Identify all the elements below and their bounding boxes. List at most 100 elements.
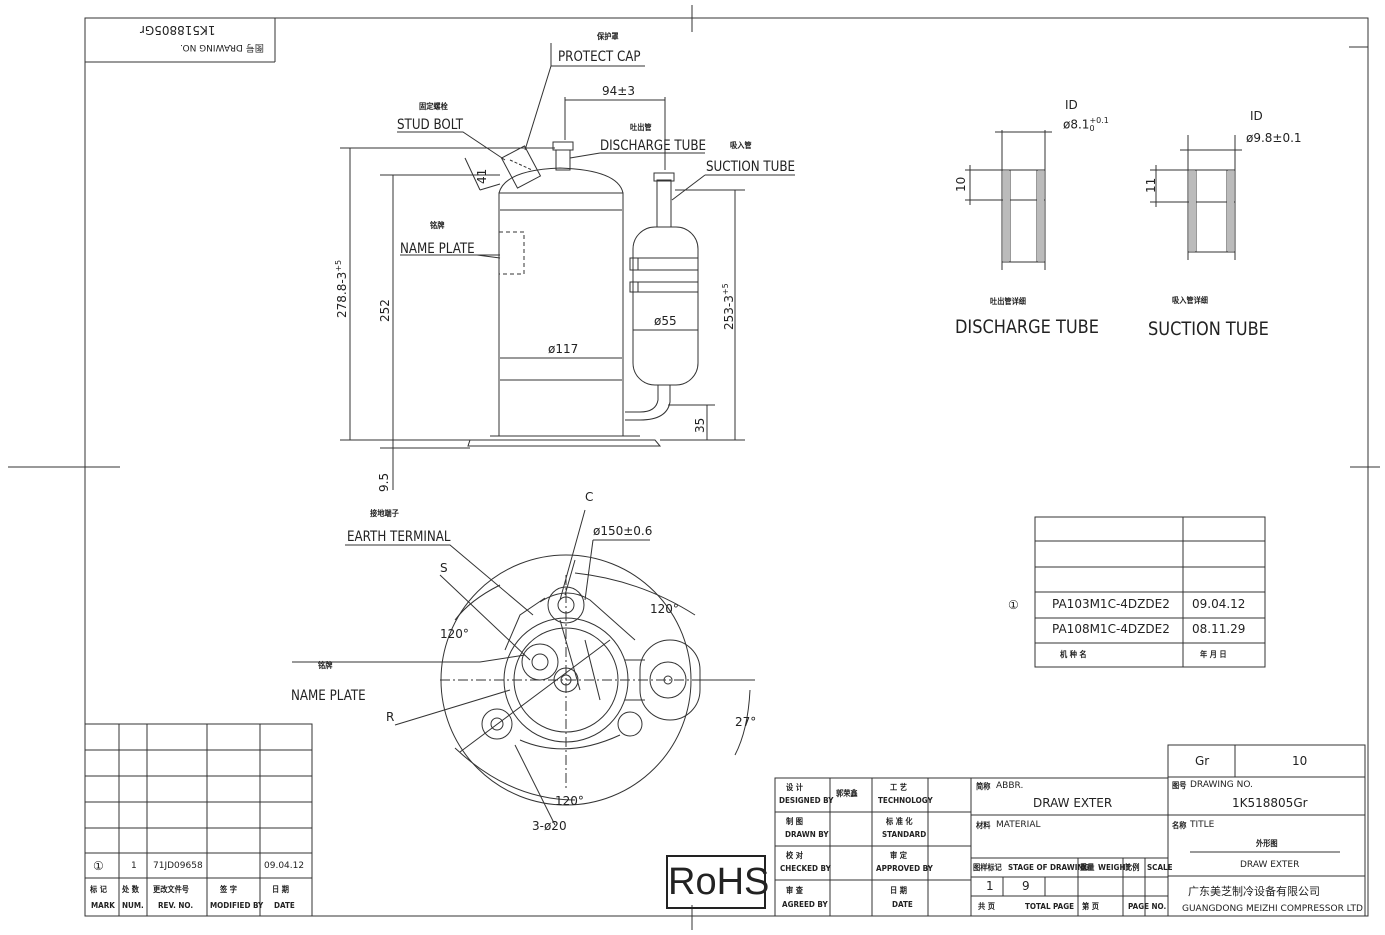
angle-120-left: 120° — [440, 627, 469, 641]
scale-label: SCALE — [1147, 863, 1173, 872]
dim-278: 278.8-3+5 — [334, 259, 349, 318]
discharge-wall-right — [1037, 171, 1044, 261]
abbr-cn: 简称 — [976, 782, 991, 791]
suction-wall-left — [1189, 171, 1196, 251]
title-value-cn: 外形图 — [1256, 839, 1278, 848]
company-name: GUANGDONG MEIZHI COMPRESSOR LTD — [1182, 904, 1363, 914]
discharge-detail-cn: 吐出管详细 — [990, 297, 1026, 306]
rev-h-mark-cn: 标 记 — [90, 885, 107, 894]
protect-cap-cn: 保护罩 — [597, 32, 619, 41]
name-plate-top-label: NAME PLATE — [291, 688, 366, 704]
page-label: PAGE NO. — [1128, 902, 1167, 911]
rev-h-mod-cn: 签 字 — [220, 885, 237, 894]
model-row-1-date: 09.04.12 — [1192, 597, 1246, 611]
terminal-c: C — [585, 490, 594, 504]
rohs-mark: RoHS — [666, 855, 769, 909]
dim-253-tol: +5 — [721, 283, 730, 296]
holes-3-dia20: 3-ø20 — [532, 819, 567, 833]
agreed-label: AGREED BY — [782, 900, 828, 909]
dim-dia150: ø150±0.6 — [593, 524, 653, 538]
drawn-cn: 制 图 — [786, 817, 803, 826]
rev-h-date: DATE — [274, 901, 295, 910]
date-label: DATE — [892, 900, 913, 909]
scale-cn: 比例 — [1125, 863, 1140, 872]
weight-value: 9 — [1022, 879, 1030, 893]
name-plate-top-cn: 铭牌 — [318, 661, 333, 670]
rev-mark: ① — [93, 859, 104, 873]
stud-bolt-label: STUD BOLT — [397, 117, 464, 133]
suction-id: ID — [1250, 109, 1263, 123]
gr-label: Gr — [1195, 754, 1210, 768]
dim-9-5: 9.5 — [377, 472, 391, 492]
agreed-cn: 审 查 — [786, 886, 803, 895]
technology-label: TECHNOLOGY — [878, 796, 933, 805]
suction-detail-cn: 吸入管详细 — [1172, 296, 1208, 305]
dno-label: DRAWING NO. — [1190, 780, 1253, 790]
angle-120-bottom: 120° — [555, 794, 584, 808]
dim-253-value: 253-3 — [722, 295, 736, 330]
total-label: TOTAL PAGE — [1025, 902, 1075, 911]
designed-cn: 设 计 — [786, 783, 803, 792]
technology-cn: 工 艺 — [890, 783, 907, 792]
earth-terminal-label: EARTH TERMINAL — [347, 529, 451, 545]
suction-dia: ø9.8±0.1 — [1246, 131, 1302, 145]
discharge-id: ID — [1065, 98, 1078, 112]
rev-h-num: NUM. — [122, 901, 144, 910]
dim-253: 253-3+5 — [721, 283, 736, 330]
model-footer-date: 年 月 日 — [1200, 650, 1227, 659]
standard-label: STANDARD — [882, 830, 927, 839]
drawing-no-label-mirrored: 图号 DRAWING NO. — [180, 42, 264, 52]
discharge-tube-cn: 吐出管 — [630, 123, 652, 132]
rev-h-mark: MARK — [91, 901, 115, 910]
dno-value: 1K518805Gr — [1232, 796, 1308, 810]
page-cn: 第 页 — [1082, 902, 1099, 911]
suction-tube-label: SUCTION TUBE — [706, 159, 796, 175]
dim-dia117: ø117 — [548, 342, 579, 356]
title-label: TITLE — [1190, 820, 1215, 830]
angle-120-right: 120° — [650, 602, 679, 616]
suction-detail-label: SUCTION TUBE — [1148, 318, 1269, 340]
model-row-2-name: PA108M1C-4DZDE2 — [1052, 622, 1170, 636]
angle-27: 27° — [735, 715, 757, 729]
rev-num: 1 — [131, 861, 137, 871]
checked-label: CHECKED BY — [780, 864, 831, 873]
designer-name: 郭荣鑫 — [836, 789, 858, 798]
gr-value: 10 — [1292, 754, 1308, 768]
suction-h: 11 — [1144, 177, 1158, 193]
dim-278-value: 278.8-3 — [335, 271, 349, 318]
drawing-no-label-cn: 图号 — [245, 42, 264, 52]
terminal-r: R — [386, 710, 395, 724]
model-mark: ① — [1008, 598, 1019, 612]
rev-h-num-cn: 处 数 — [122, 885, 139, 894]
discharge-tube-label: DISCHARGE TUBE — [600, 138, 707, 154]
protect-cap-label: PROTECT CAP — [558, 49, 641, 65]
drawing-no-label: DRAWING NO. — [180, 42, 243, 52]
earth-terminal-cn: 接地端子 — [370, 509, 399, 518]
model-row-2-date: 08.11.29 — [1192, 622, 1246, 636]
rev-h-rev: REV. NO. — [158, 901, 194, 910]
name-plate-label: NAME PLATE — [400, 241, 475, 257]
approved-label: APPROVED BY — [876, 864, 933, 873]
dim-35: 35 — [693, 417, 707, 433]
material-label: MATERIAL — [996, 820, 1041, 830]
stage-cn: 图样标记 — [973, 863, 1002, 872]
discharge-tol-up: +0.1 — [1089, 116, 1109, 125]
discharge-h: 10 — [954, 176, 968, 192]
rev-h-rev-cn: 更改文件号 — [153, 885, 189, 894]
discharge-dia-value: ø8.1 — [1063, 117, 1090, 132]
discharge-wall-left — [1003, 171, 1010, 261]
weight-cn: 重量 — [1080, 863, 1095, 872]
dim-94: 94±3 — [602, 84, 635, 98]
model-row-1-name: PA103M1C-4DZDE2 — [1052, 597, 1170, 611]
dno-cn: 图号 — [1172, 781, 1187, 790]
approved-cn: 审 定 — [890, 851, 907, 860]
rev-no: 71JD09658 — [153, 861, 203, 871]
dim-278-tol: +5 — [334, 259, 343, 272]
discharge-detail-label: DISCHARGE TUBE — [955, 316, 1099, 338]
model-footer-name: 机 种 名 — [1060, 650, 1087, 659]
checked-cn: 校 对 — [786, 851, 803, 860]
name-plate-cn: 铭牌 — [430, 221, 445, 230]
material-cn: 材料 — [976, 821, 991, 830]
abbr-label: ABBR. — [996, 781, 1024, 791]
